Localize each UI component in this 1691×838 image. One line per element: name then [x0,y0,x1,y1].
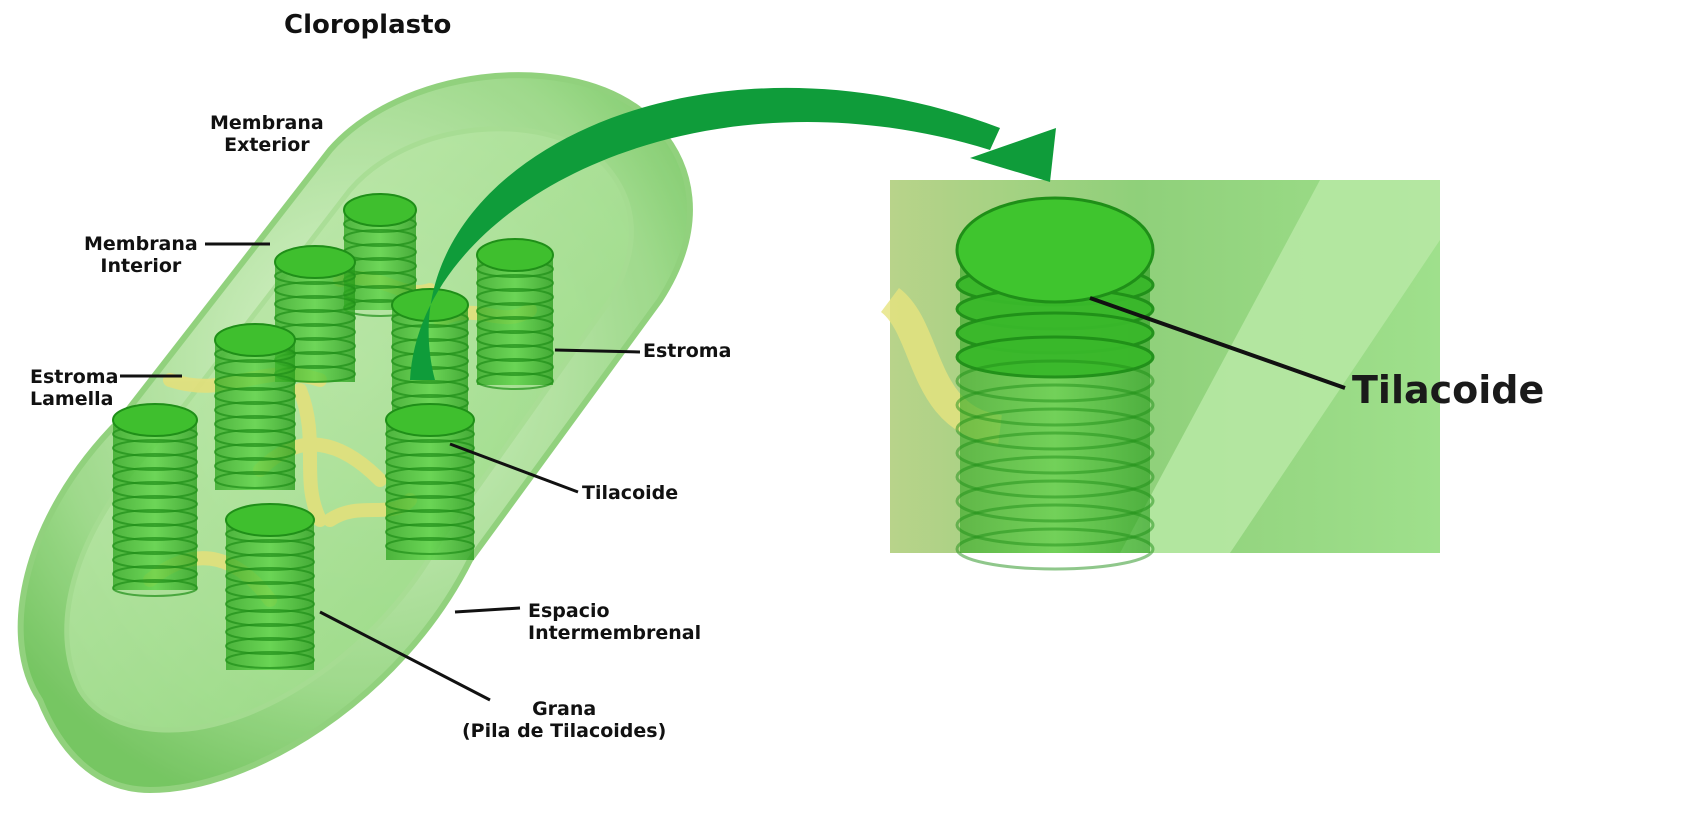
zoom-label-tilacoide: Tilacoide [1352,368,1544,412]
granum-top [226,504,314,536]
zoom-thylakoid-disk [957,337,1153,377]
granum-stack [226,504,314,670]
granum-top [113,404,197,436]
granum-top [392,289,468,321]
granum-top [275,246,355,278]
granum-body [113,420,197,590]
leader-estroma [555,350,640,352]
granum-top [386,404,474,436]
label-membrana-interior-line2: Interior [84,255,198,277]
label-espacio-intermembrenal: Espacio Intermembrenal [528,600,701,644]
label-grana-line1: Grana [462,698,666,720]
label-estroma-lamella-line2: Lamella [30,388,118,410]
label-grana-line2: (Pila de Tilacoides) [462,720,666,742]
label-estroma-lamella-line1: Estroma [30,366,118,388]
granum-stack [477,239,553,389]
granum-top [477,239,553,271]
label-membrana-interior: Membrana Interior [84,233,198,277]
label-tilacoide: Tilacoide [582,482,678,504]
granum-stack [215,324,295,490]
label-espacio-line2: Intermembrenal [528,622,701,644]
granum-stack [113,404,197,596]
leader-espacio [455,608,520,612]
label-membrana-interior-line1: Membrana [84,233,198,255]
label-membrana-exterior-line2: Exterior [210,134,324,156]
label-estroma-lamella: Estroma Lamella [30,366,118,410]
zoom-granum-top [957,198,1153,302]
granum-top [344,194,416,226]
diagram-title: Cloroplasto [284,10,451,40]
granum-top [215,324,295,356]
label-espacio-line1: Espacio [528,600,701,622]
label-membrana-exterior-line1: Membrana [210,112,324,134]
granum-stack [386,404,474,560]
label-estroma: Estroma [643,340,731,362]
label-grana: Grana (Pila de Tilacoides) [462,698,666,742]
label-membrana-exterior: Membrana Exterior [210,112,324,156]
